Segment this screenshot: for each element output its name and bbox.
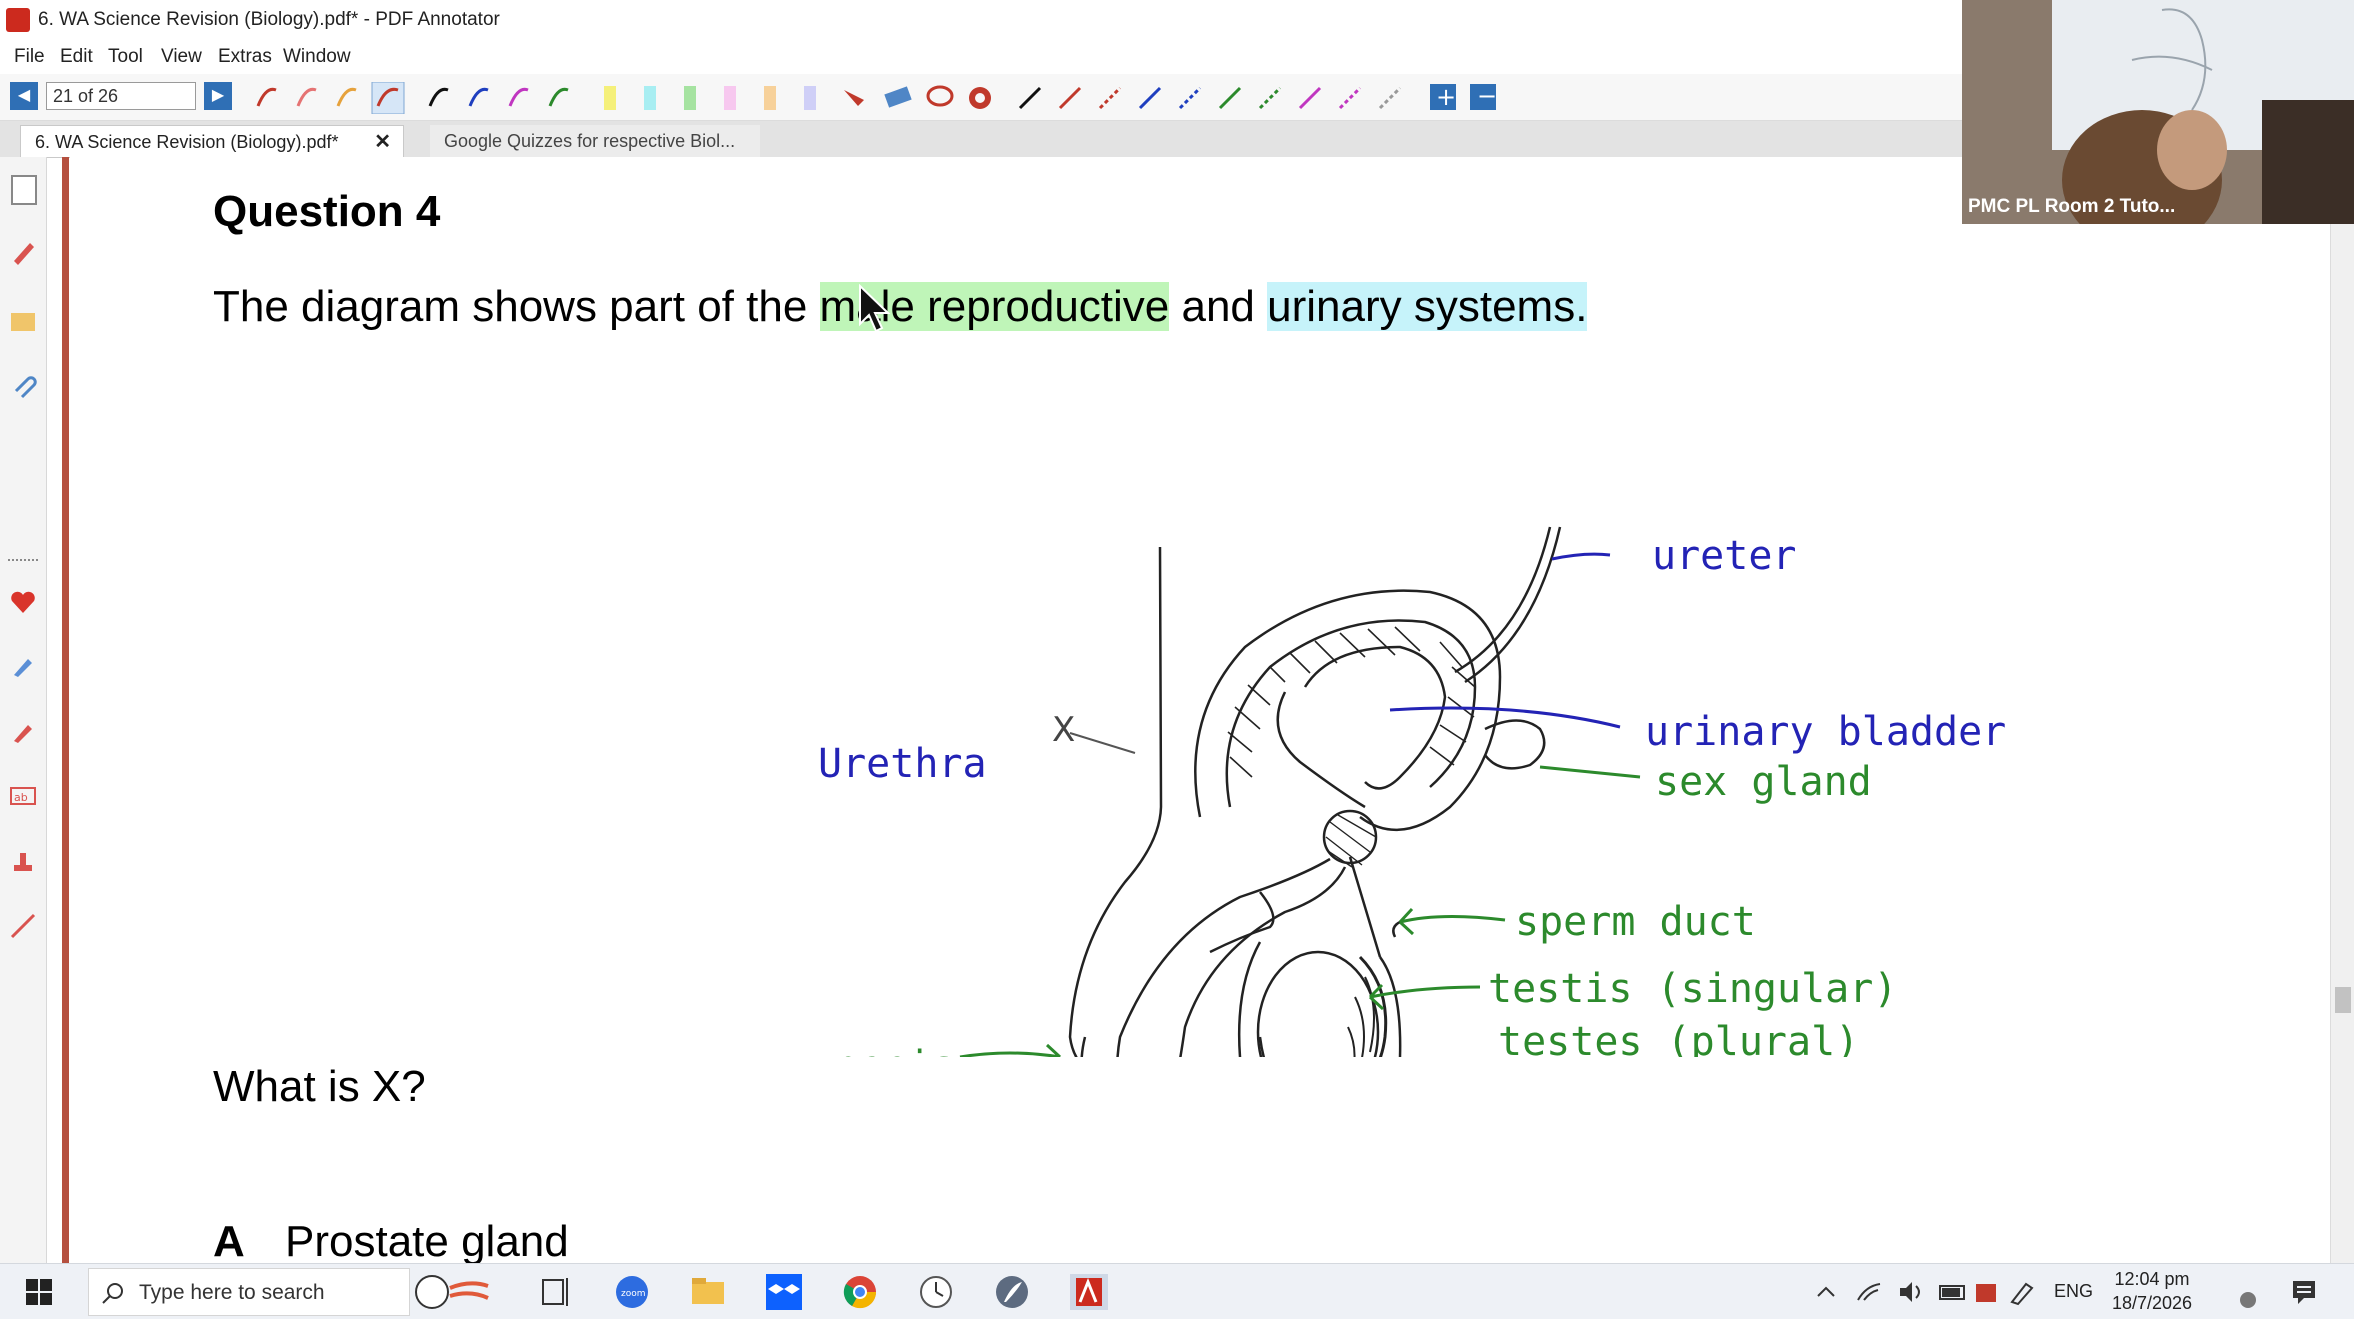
x-pointer-line xyxy=(1069,732,1136,754)
action-center-icon[interactable] xyxy=(2290,1278,2318,1306)
document-tab-bar: 6. WA Science Revision (Biology).pdf* ✕ … xyxy=(0,121,2354,158)
menu-tool[interactable]: Tool xyxy=(108,46,143,67)
menu-edit[interactable]: Edit xyxy=(60,46,93,67)
language-indicator[interactable]: ENG xyxy=(2054,1281,2094,1301)
menu-window[interactable]: Window xyxy=(283,46,351,67)
highlight-urinary-systems[interactable]: urinary systems. xyxy=(1267,282,1588,331)
svg-text:ab: ab xyxy=(14,791,28,804)
page-thumbnail-icon[interactable] xyxy=(11,175,37,205)
search-placeholder: Type here to search xyxy=(139,1281,325,1304)
page-number-field[interactable] xyxy=(46,82,196,110)
search-icon xyxy=(102,1283,123,1304)
tab-label: 6. WA Science Revision (Biology).pdf* xyxy=(35,132,339,152)
stamp-icon[interactable] xyxy=(8,847,38,877)
zoom-icon[interactable]: zoom xyxy=(614,1274,650,1310)
left-tool-sidebar: ab xyxy=(0,157,47,1263)
annotation-urinary-bladder: urinary bladder xyxy=(1645,709,2006,755)
task-view-icon[interactable] xyxy=(537,1274,573,1310)
menu-extras[interactable]: Extras xyxy=(218,46,272,67)
anatomy-drawing xyxy=(1068,526,1562,1057)
svg-text:−: − xyxy=(1477,82,1497,110)
tab-wa-science-revision[interactable]: 6. WA Science Revision (Biology).pdf* ✕ xyxy=(20,125,404,157)
option-a-text: Prostate gland xyxy=(285,1217,569,1263)
diagram-marker-x: X xyxy=(1052,710,1075,750)
video-call-overlay[interactable]: PMC PL Room 2 Tuto... xyxy=(1962,0,2354,224)
menu-file[interactable]: File xyxy=(14,46,45,67)
feather-app-icon[interactable] xyxy=(994,1274,1030,1310)
line-tool-icon[interactable] xyxy=(8,911,38,941)
question-heading: Question 4 xyxy=(213,187,441,236)
windows-start-icon[interactable] xyxy=(24,1277,54,1307)
paperclip-icon[interactable] xyxy=(8,371,38,401)
sidebar-divider xyxy=(8,559,38,563)
question-body: The diagram shows part of the male repro… xyxy=(213,282,1588,332)
annotation-tools-strip[interactable]: + − xyxy=(250,82,1500,114)
clock-date[interactable]: 18/7/2026 xyxy=(2111,1293,2193,1313)
clock-app-icon[interactable] xyxy=(918,1274,954,1310)
annotation-testis: testis (singular) xyxy=(1488,966,1897,1012)
annotation-sex-gland: sex gland xyxy=(1655,759,1872,805)
annotation-ureter: ureter xyxy=(1652,533,1797,579)
reproductive-system-diagram: X ureter urinary bladder sex gland Ureth… xyxy=(818,526,2006,1057)
tab-label: Google Quizzes for respective Biol... xyxy=(444,131,736,151)
annotation-penis: penis xyxy=(835,1043,955,1057)
dropbox-icon[interactable] xyxy=(766,1274,802,1310)
window-title: 6. WA Science Revision (Biology).pdf* - … xyxy=(38,9,500,30)
taskbar-search-box[interactable]: Type here to search xyxy=(88,1268,410,1316)
tab-google-quizzes[interactable]: Google Quizzes for respective Biol... xyxy=(430,125,760,157)
body-text-mid: and xyxy=(1169,282,1268,331)
question-prompt: What is X? xyxy=(213,1062,426,1111)
marker-icon[interactable] xyxy=(8,651,38,681)
video-feed xyxy=(1962,0,2354,224)
annotation-testes: testes (plural) xyxy=(1498,1019,1859,1057)
folder-icon[interactable] xyxy=(8,305,38,335)
svg-text:+: + xyxy=(1436,83,1456,111)
text-box-icon[interactable]: ab xyxy=(8,781,38,811)
file-explorer-icon[interactable] xyxy=(690,1274,726,1310)
soccer-ball-icon[interactable] xyxy=(410,1274,490,1310)
pdf-annotator-logo-icon xyxy=(6,8,30,32)
annotation-urethra: Urethra xyxy=(818,741,987,787)
title-bar: 6. WA Science Revision (Biology).pdf* - … xyxy=(0,0,1962,41)
svg-text:zoom: zoom xyxy=(621,1289,646,1299)
next-page-button[interactable]: ▶ xyxy=(204,82,232,110)
menu-bar: File Edit Tool View Extras Window xyxy=(0,40,1962,74)
document-margin-line xyxy=(62,157,69,1263)
menu-view[interactable]: View xyxy=(161,46,202,67)
previous-page-button[interactable]: ◀ xyxy=(10,82,38,110)
clock-time[interactable]: 12:04 pm xyxy=(2114,1269,2190,1289)
close-icon[interactable]: ✕ xyxy=(374,131,391,153)
annotation-sperm-duct: sperm duct xyxy=(1515,899,1756,945)
vertical-scrollbar[interactable] xyxy=(2330,157,2354,1263)
pdf-annotator-taskbar-icon[interactable] xyxy=(1068,1274,1110,1310)
mouse-cursor-icon xyxy=(859,284,891,333)
option-a-letter: A xyxy=(213,1217,245,1263)
pdf-page[interactable]: Question 4 The diagram shows part of the… xyxy=(70,157,2328,1263)
windows-taskbar: Type here to search zoom ENG 12:04 pm 18… xyxy=(0,1263,2354,1319)
notification-badge-icon xyxy=(2240,1292,2256,1308)
video-participant-label: PMC PL Room 2 Tuto... xyxy=(1968,196,2176,217)
highlighter-icon[interactable] xyxy=(8,717,38,747)
pen-icon[interactable] xyxy=(8,237,38,267)
system-tray-icons[interactable] xyxy=(1816,1278,2046,1306)
scrollbar-thumb[interactable] xyxy=(2335,987,2351,1013)
heart-icon[interactable] xyxy=(8,587,38,617)
toolbar: ◀ ▶ + − xyxy=(0,74,1962,121)
chrome-icon[interactable] xyxy=(842,1274,878,1310)
body-text-pre: The diagram shows part of the xyxy=(213,282,820,331)
